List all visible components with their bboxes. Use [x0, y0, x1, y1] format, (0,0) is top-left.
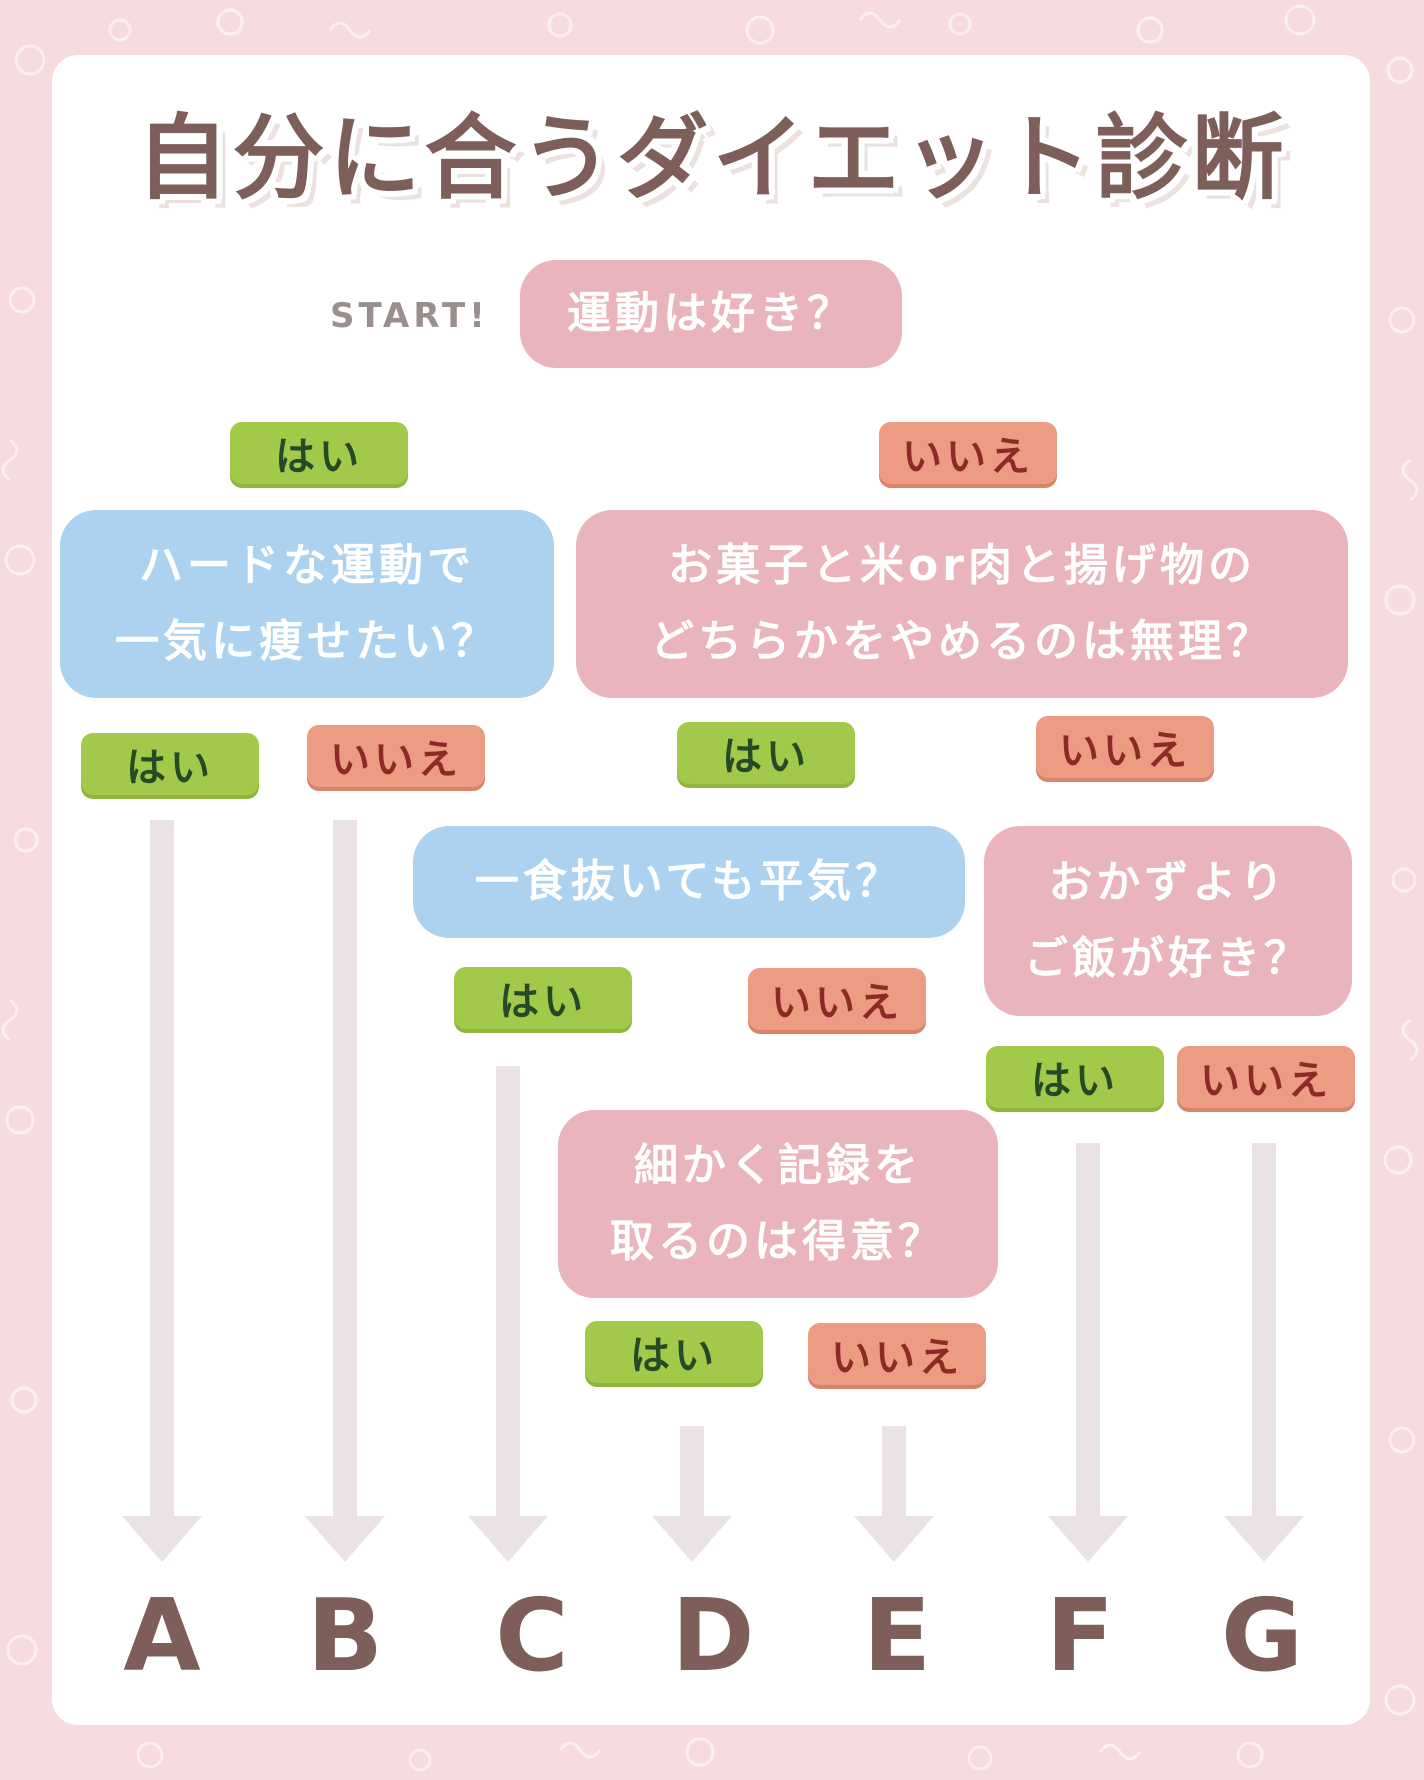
arrow-to-a: [122, 820, 202, 1562]
question-give-up-food: お菓子と米or肉と揚げ物の どちらかをやめるのは無理？: [576, 510, 1348, 698]
answer-no-q1: いいえ: [879, 422, 1057, 484]
question-give-up-food-line2: どちらかをやめるのは無理？: [650, 616, 1274, 667]
answer-yes-q5: はい: [986, 1046, 1164, 1108]
question-rice-or-sides-line2: ご飯が好き？: [1024, 933, 1312, 984]
arrow-to-d: [652, 1426, 732, 1562]
answer-no-q5: いいえ: [1177, 1046, 1355, 1108]
arrow-to-e: [854, 1426, 934, 1562]
question-exercise-text: 運動は好き？: [567, 288, 855, 339]
question-rice-or-sides: おかずより ご飯が好き？: [984, 826, 1352, 1016]
arrow-to-g: [1224, 1143, 1304, 1562]
answer-yes-q1: はい: [230, 422, 408, 484]
arrow-to-b: [305, 820, 385, 1562]
answer-no-q3: いいえ: [1036, 716, 1214, 778]
question-hard-exercise: ハードな運動で 一気に痩せたい？: [60, 510, 554, 698]
question-record-keeping-line1: 細かく記録を: [634, 1140, 922, 1191]
arrow-to-f: [1048, 1143, 1128, 1562]
question-hard-exercise-line2: 一気に痩せたい？: [115, 616, 499, 667]
result-b: B: [306, 1576, 384, 1694]
question-skip-meal: 一食抜いても平気？: [413, 826, 965, 938]
question-hard-exercise-line1: ハードな運動で: [139, 540, 475, 591]
answer-no-q6: いいえ: [808, 1323, 986, 1385]
question-give-up-food-line1: お菓子と米or肉と揚げ物の: [668, 540, 1256, 591]
arrow-to-c: [468, 1066, 548, 1562]
result-g: G: [1220, 1576, 1304, 1694]
answer-no-q4: いいえ: [748, 968, 926, 1030]
result-e: E: [862, 1576, 932, 1694]
answer-yes-q3: はい: [677, 722, 855, 784]
question-record-keeping-line2: 取るのは得意？: [610, 1216, 946, 1267]
question-record-keeping: 細かく記録を 取るのは得意？: [558, 1110, 998, 1298]
start-label: START!: [330, 296, 489, 336]
question-exercise: 運動は好き？: [520, 260, 902, 368]
answer-no-q2: いいえ: [307, 725, 485, 787]
result-a: A: [123, 1576, 201, 1694]
answer-yes-q4: はい: [454, 967, 632, 1029]
page-title: 自分に合うダイエット診断: [136, 104, 1288, 212]
result-d: D: [671, 1576, 755, 1694]
result-c: C: [495, 1576, 569, 1694]
question-rice-or-sides-line1: おかずより: [1048, 857, 1288, 908]
answer-yes-q6: はい: [585, 1321, 763, 1383]
answer-yes-q2: はい: [81, 733, 259, 795]
question-skip-meal-text: 一食抜いても平気？: [474, 856, 904, 907]
result-f: F: [1045, 1576, 1115, 1694]
